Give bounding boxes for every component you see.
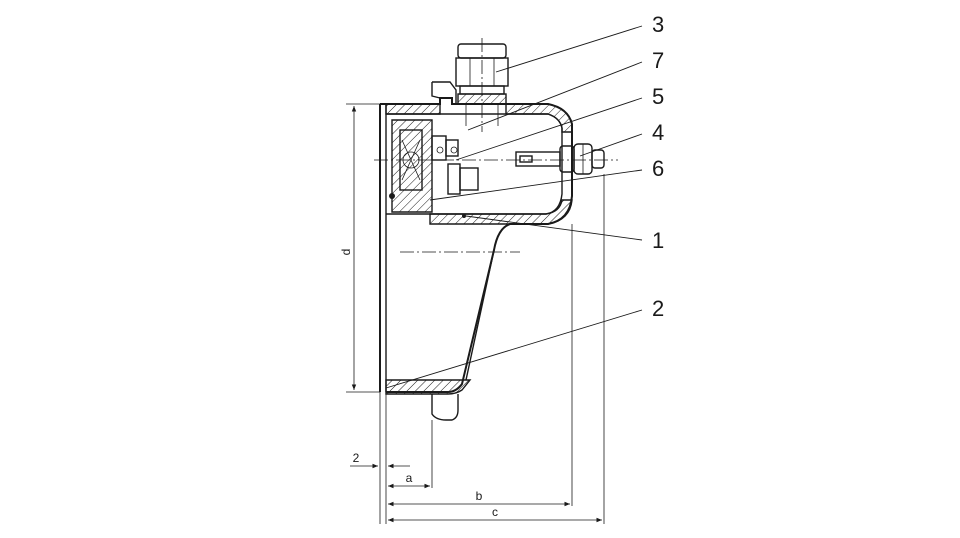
sensor-block	[391, 119, 479, 213]
dimension-d-label: d	[339, 249, 353, 256]
callout-3: 3	[652, 12, 664, 37]
leader-lines	[385, 25, 643, 389]
callout-2: 2	[652, 296, 664, 321]
callout-5: 5	[652, 84, 664, 109]
dimension-lines	[346, 103, 605, 524]
marker-dot	[462, 214, 466, 218]
dimension-a-label: a	[406, 471, 413, 485]
callout-6: 6	[652, 156, 664, 181]
shaft-nut	[515, 143, 605, 175]
callout-7: 7	[652, 48, 664, 73]
dimension-b-label: b	[476, 489, 483, 503]
center-lines	[374, 159, 618, 253]
callout-4: 4	[652, 120, 664, 145]
pin-dot	[389, 193, 395, 199]
housing	[379, 97, 573, 421]
callout-1: 1	[652, 228, 664, 253]
cable-gland	[431, 38, 509, 132]
dimension-gap-label: 2	[353, 451, 360, 465]
dimension-c-label: c	[492, 505, 498, 519]
